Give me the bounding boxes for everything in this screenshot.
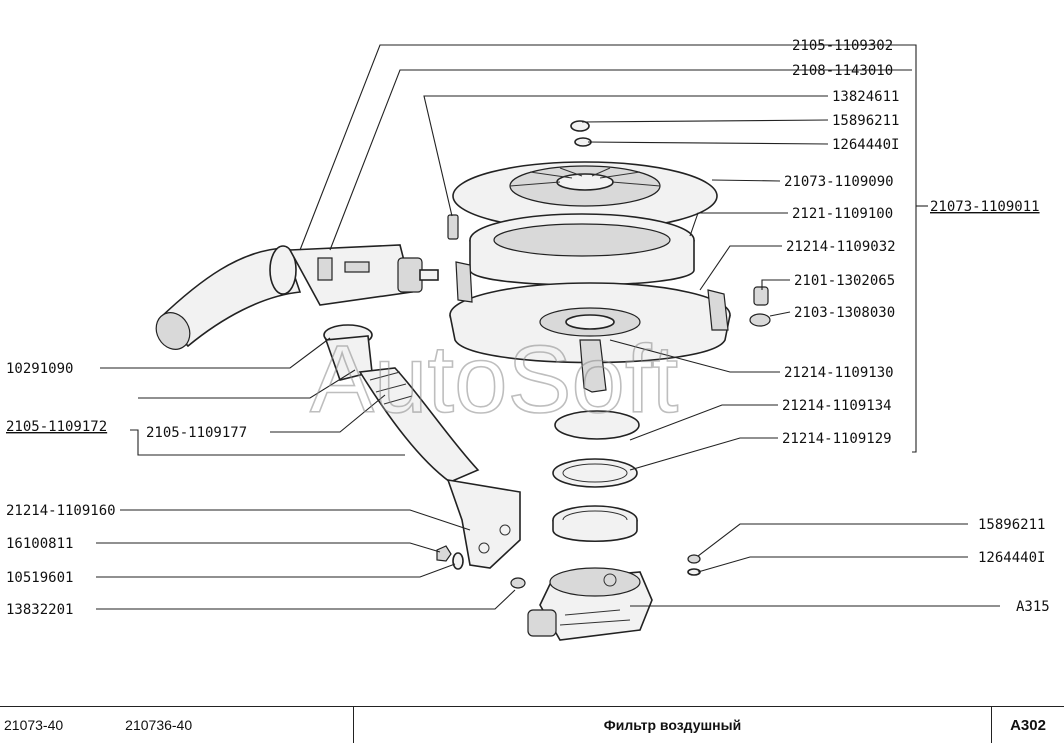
part-label: 15896211 <box>832 113 899 129</box>
part-label: 2105-1109177 <box>146 425 247 441</box>
sheet-code: A302 <box>1010 716 1046 734</box>
watermark: AutoSoft <box>310 326 678 433</box>
part-label: 2105-1109302 <box>792 38 893 54</box>
part-label: 1264440I <box>978 550 1045 566</box>
part-label: 21214-1109160 <box>6 503 116 519</box>
warm-air-hose-drawing <box>323 324 521 569</box>
filter-element-drawing <box>469 213 695 286</box>
thermo-valve-drawing <box>288 244 439 306</box>
part-label: 1264440I <box>832 137 899 153</box>
exploded-parts-diagram: AutoSoft 2105-1109302 2108-1143010 13824… <box>6 38 1050 641</box>
carburetor-drawing <box>527 567 653 641</box>
part-label: A315 <box>1016 599 1050 615</box>
part-label: 21214-1109129 <box>782 431 892 447</box>
part-label: 21214-1109032 <box>786 239 896 255</box>
part-label: 10291090 <box>6 361 73 377</box>
title-block: 21073-40 210736-40 Фильтр воздушный A302 <box>0 706 1064 743</box>
small-hardware-drawing <box>436 120 771 589</box>
part-label: 15896211 <box>978 517 1045 533</box>
part-label: 10519601 <box>6 570 73 586</box>
part-label: 21073-1109090 <box>784 174 894 190</box>
part-label: 13832201 <box>6 602 73 618</box>
sheet-title: Фильтр воздушный <box>354 707 992 743</box>
part-label: 21214-1109130 <box>784 365 894 381</box>
part-label: 2101-1302065 <box>794 273 895 289</box>
assembly-label: 2105-1109172 <box>6 419 107 435</box>
model-code: 210736-40 <box>125 717 193 733</box>
assembly-label: 21073-1109011 <box>930 199 1040 215</box>
part-label: 2103-1308030 <box>794 305 895 321</box>
intake-pipe-drawing <box>155 245 302 350</box>
part-label: 21214-1109134 <box>782 398 892 414</box>
part-label: 2108-1143010 <box>792 63 893 79</box>
part-label: 16100811 <box>6 536 73 552</box>
model-code: 21073-40 <box>4 717 64 733</box>
part-label: 13824611 <box>832 89 899 105</box>
part-labels: 2105-1109302 2108-1143010 13824611 15896… <box>6 38 1050 618</box>
filter-housing-drawing <box>449 261 731 393</box>
model-codes: 21073-40 210736-40 <box>0 707 354 743</box>
leader-lines <box>96 44 1000 610</box>
gaskets-drawing <box>552 410 640 542</box>
part-label: 2121-1109100 <box>792 206 893 222</box>
